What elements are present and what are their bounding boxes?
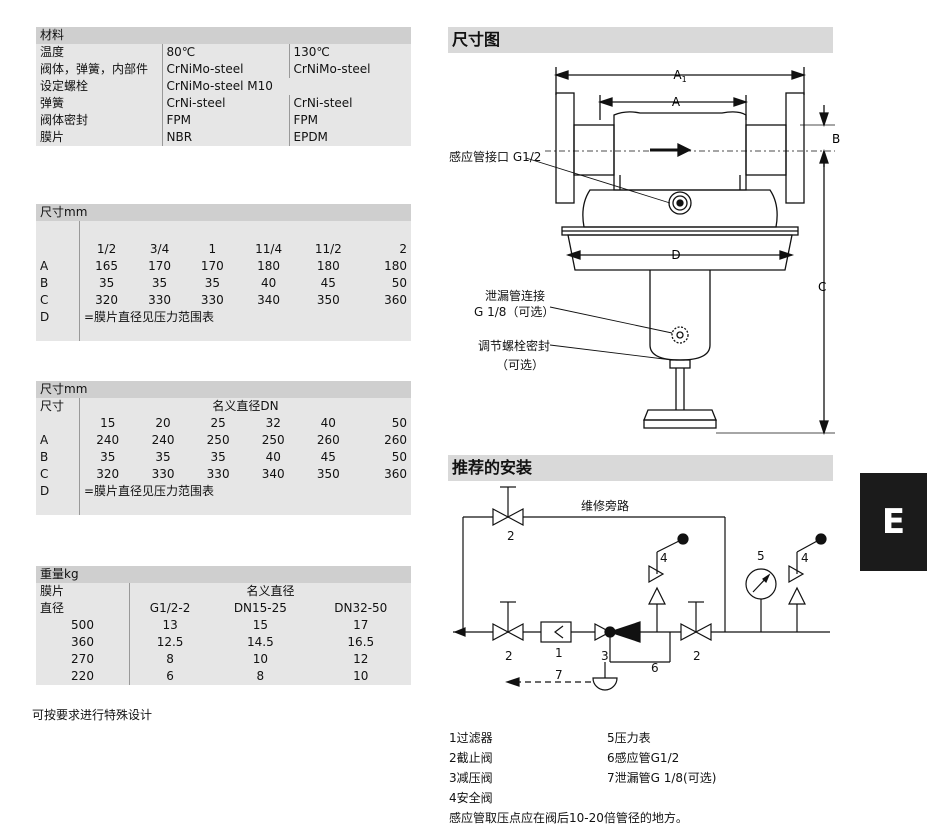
special-design-note: 可按要求进行特殊设计 [32, 708, 153, 722]
table-row: 阀体密封 FPM FPM [36, 112, 411, 129]
label-1: 1 [555, 646, 563, 660]
adjust-seal-label-1: 调节螺栓密封 [478, 339, 551, 353]
table-row: 500 13 15 17 [36, 617, 411, 634]
dimension-drawing-title: 尺寸图 [448, 27, 833, 53]
materials-table: 材料 温度 80℃ 130℃ 阀体，弹簧，内部件 CrNiMo-steel Cr… [36, 27, 411, 146]
table-row: 阀体，弹簧，内部件 CrNiMo-steel CrNiMo-steel [36, 61, 411, 78]
legend-left: 1过滤器 2截止阀 3减压阀 4安全阀 [449, 731, 493, 805]
table-header-row: 直径 G1/2-2 DN15-25 DN32-50 [36, 600, 411, 617]
a-label: A [672, 95, 681, 109]
label-2-right: 2 [693, 649, 701, 663]
table-row: 膜片 NBR EPDM [36, 129, 411, 146]
table-row: 弹簧 CrNi-steel CrNi-steel [36, 95, 411, 112]
dimensions-dn-table: 尺寸mm 尺寸 名义直径DN 15 20 25 32 40 50 A 240 2… [36, 381, 411, 515]
dimensions-title: 尺寸mm [36, 204, 411, 221]
c-label: C [818, 280, 826, 294]
label-7: 7 [555, 668, 563, 682]
a1-label: A1 [673, 68, 686, 84]
installation-title: 推荐的安装 [448, 455, 833, 481]
table-row: B 35 35 35 40 45 50 [36, 275, 411, 292]
label-3: 3 [601, 649, 609, 663]
table-row: A 165 170 170 180 180 180 [36, 258, 411, 275]
label-5: 5 [757, 549, 765, 563]
b-label: B [832, 132, 840, 146]
installation-diagram: 维修旁路 2 2 1 3 4 6 2 5 4 7 [453, 486, 830, 691]
table-row: 270 8 10 12 [36, 651, 411, 668]
sensing-port-label: 感应管接口 G1/2 [449, 150, 542, 164]
leak-connection-label-1: 泄漏管连接 [485, 289, 546, 303]
table-row: D =膜片直径见压力范围表 [36, 483, 411, 515]
dimension-drawing: A1 A B C D [525, 67, 840, 436]
weight-title: 重量kg [36, 566, 411, 583]
table-row: C 320 330 330 340 350 360 [36, 292, 411, 309]
dimensions-title: 尺寸mm [36, 381, 411, 398]
table-row: A 240 240 250 250 260 260 [36, 432, 411, 449]
table-header-row: 15 20 25 32 40 50 [36, 415, 411, 432]
table-row: C 320 330 330 340 350 360 [36, 466, 411, 483]
label-4-middle: 4 [660, 551, 668, 565]
label-2-left: 2 [505, 649, 513, 663]
weight-table: 重量kg 膜片 名义直径 直径 G1/2-2 DN15-25 DN32-50 5… [36, 566, 411, 685]
label-4-right: 4 [801, 551, 809, 565]
section-tab-e: E [860, 473, 927, 571]
dimensions-inch-table: 尺寸mm 1/2 3/4 1 11/4 11/2 2 A 165 170 170… [36, 204, 411, 341]
table-row: B 35 35 35 40 45 50 [36, 449, 411, 466]
label-2-top: 2 [507, 529, 515, 543]
legend-footer: 感应管取压点应在阀后10-20倍管径的地方。 [449, 811, 688, 825]
table-header-row: 1/2 3/4 1 11/4 11/2 2 [36, 241, 411, 258]
table-row: 温度 80℃ 130℃ [36, 44, 411, 61]
table-row: D =膜片直径见压力范围表 [36, 309, 411, 341]
legend-right: 5压力表 6感应管G1/2 7泄漏管G 1/8(可选) [607, 731, 717, 785]
table-row: 360 12.5 14.5 16.5 [36, 634, 411, 651]
label-6: 6 [651, 661, 659, 675]
materials-title: 材料 [36, 27, 162, 44]
table-row: 设定螺栓 CrNiMo-steel M10 [36, 78, 411, 95]
table-row: 220 6 8 10 [36, 668, 411, 685]
leak-connection-label-2: G 1/8（可选） [474, 305, 555, 319]
bypass-label: 维修旁路 [581, 498, 629, 513]
d-label: D [671, 248, 680, 262]
adjust-seal-label-2: （可选） [496, 358, 545, 372]
